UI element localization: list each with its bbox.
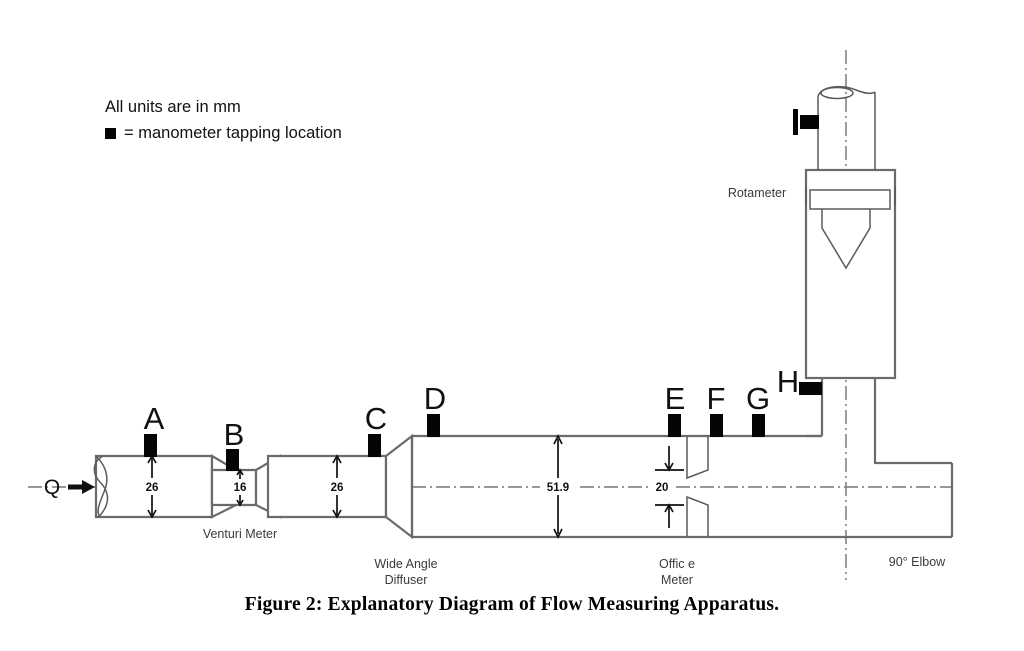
dim-text-bg-519	[540, 478, 577, 495]
orifice-plate-upper	[686, 437, 709, 480]
flow-inlet-label: Q	[44, 476, 60, 499]
legend-marker-row: = manometer tapping location	[105, 121, 342, 147]
label-rotameter: Rotameter	[728, 186, 786, 200]
rotameter-body	[804, 85, 897, 380]
dim-arrow-down-519	[553, 528, 563, 539]
dim-arrow-up-20	[664, 503, 674, 513]
pipe-break-symbol-inner	[95, 455, 108, 518]
tapping-label-h: H	[777, 364, 799, 399]
tapping-marker-f[interactable]	[710, 414, 723, 437]
dim-arrow-down-20	[664, 462, 674, 472]
label-diffuser-line2: Diffuser	[385, 573, 428, 587]
legend-marker-text: = manometer tapping location	[124, 123, 342, 142]
label-elbow: 90° Elbow	[889, 555, 946, 569]
dimension-mid-pipe-diameter: 26	[325, 454, 350, 519]
dim-text-bg-16-throat	[228, 479, 252, 495]
dim-value-26-inlet: 26	[146, 482, 159, 494]
figure-caption: Figure 2: Explanatory Diagram of Flow Me…	[244, 594, 780, 615]
rotameter-upper-tube	[817, 92, 876, 170]
wide-angle-diffuser-body	[384, 433, 414, 540]
riser-right-wall	[873, 378, 952, 465]
dim-text-bg-26-mid	[325, 478, 350, 495]
component-labels: Venturi Meter Wide Angle Diffuser Offic …	[203, 186, 946, 587]
dimension-diffuser-outlet-diameter: 51.9	[540, 434, 577, 539]
flow-inlet: Q	[44, 476, 95, 499]
legend-units-row: All units are in mm	[105, 95, 342, 121]
label-orifice-line2: Meter	[661, 573, 693, 587]
dim-arrow-down-26-mid	[332, 509, 342, 519]
tapping-marker-a[interactable]	[144, 434, 157, 457]
dimension-inlet-diameter: 26	[140, 454, 165, 519]
tapping-marker-d[interactable]	[427, 414, 440, 437]
rotameter-float-cone	[821, 209, 871, 270]
dim-arrow-down-16-throat	[236, 499, 244, 507]
riser-pipe	[806, 378, 952, 465]
tapping-marker-h[interactable]	[799, 382, 822, 395]
legend-units-text: All units are in mm	[105, 98, 241, 116]
tapping-marker-b[interactable]	[226, 449, 239, 471]
dim-arrow-up-16-throat	[236, 468, 244, 476]
dim-text-bg-20	[650, 479, 675, 495]
rotameter-rail-ticks	[805, 186, 896, 206]
legend: All units are in mm = manometer tapping …	[105, 95, 342, 146]
tapping-label-e: E	[665, 381, 686, 416]
tapping-marker-g[interactable]	[752, 414, 765, 437]
tapping-marker-c[interactable]	[368, 434, 381, 457]
rotameter-tube-rim-ellipse	[820, 86, 854, 100]
dim-value-20: 20	[656, 482, 669, 494]
tapping-marker-e[interactable]	[668, 414, 681, 437]
label-venturi-meter: Venturi Meter	[203, 527, 277, 541]
dim-arrow-up-26-mid	[332, 454, 342, 464]
tapping-label-g: G	[746, 381, 770, 416]
tapping-label-c: C	[365, 401, 387, 436]
label-orifice-line1: Offic e	[659, 557, 695, 571]
rotameter-float-band	[809, 189, 891, 210]
dim-arrow-up-519	[553, 434, 563, 445]
tapping-stem-rotameter-outlet	[793, 109, 798, 135]
tapping-label-a: A	[144, 401, 165, 436]
tapping-label-f: F	[707, 381, 726, 416]
orifice-plate-lower	[686, 495, 709, 536]
tapping-label-b: B	[224, 417, 245, 452]
filled-square-icon	[105, 127, 116, 139]
dimension-throat-diameter: 16	[228, 468, 252, 507]
tapping-markers: A B C D E F G H	[144, 364, 822, 471]
dim-text-bg-26-inlet	[140, 478, 165, 495]
dim-value-26-mid: 26	[331, 482, 344, 494]
diffuser-cone	[384, 433, 414, 540]
tapping-label-d: D	[424, 381, 446, 416]
orifice-plate	[686, 437, 709, 536]
dim-arrow-down-26-inlet	[147, 509, 157, 519]
rotameter-outlet-tapping	[793, 109, 819, 135]
label-diffuser-line1: Wide Angle	[374, 557, 437, 571]
arrow-right-icon	[68, 480, 95, 494]
dim-value-16-throat: 16	[234, 482, 247, 494]
tapping-marker-rotameter-outlet[interactable]	[800, 115, 819, 129]
rotameter-housing	[804, 168, 897, 380]
dim-value-519: 51.9	[547, 482, 569, 494]
dimension-orifice-bore: 20	[650, 446, 684, 528]
